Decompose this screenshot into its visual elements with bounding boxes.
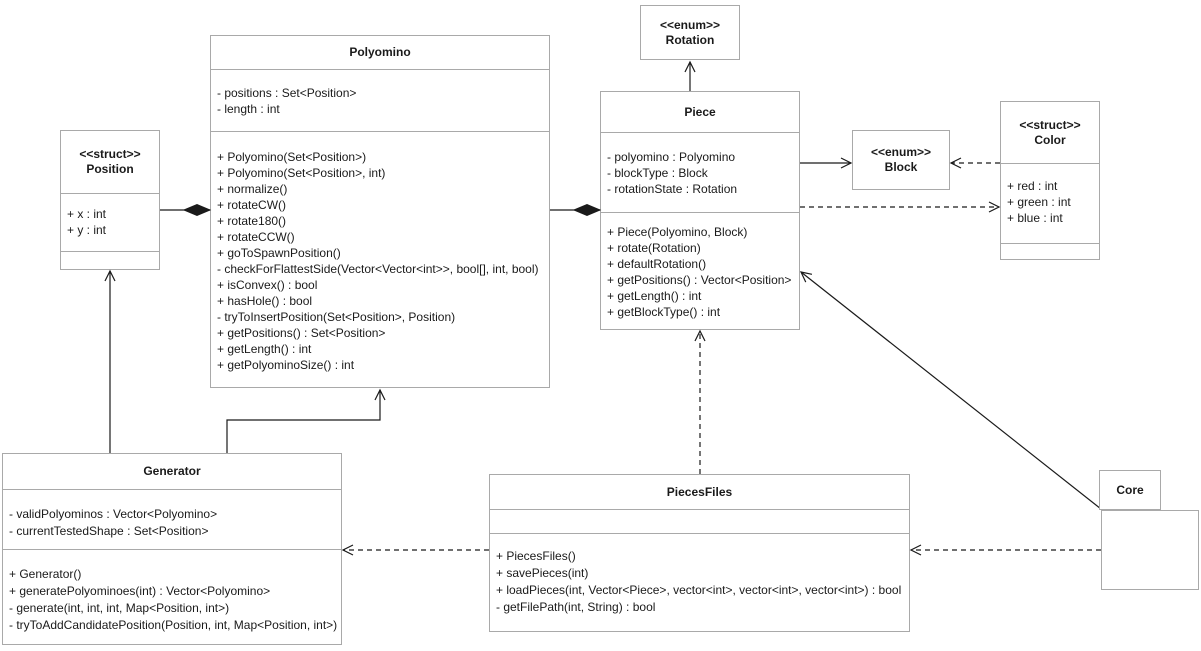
- member: + PiecesFiles(): [496, 549, 576, 563]
- class-name: Piece: [684, 104, 716, 119]
- class-name: PiecesFiles: [666, 484, 733, 499]
- member: + defaultRotation(): [607, 257, 707, 271]
- member: + Piece(Polyomino, Block): [607, 225, 748, 239]
- member: - blockType : Block: [607, 166, 708, 180]
- member: + generatePolyominoes(int) : Vector<Poly…: [9, 584, 271, 598]
- class-piecesfiles: PiecesFiles + PiecesFiles() + savePieces(…: [489, 474, 910, 632]
- member: - length : int: [217, 102, 280, 116]
- class-position: <<struct>> Position + x : int + y : int: [60, 130, 160, 270]
- member: + getLength() : int: [217, 342, 312, 356]
- member: + Generator(): [9, 567, 82, 581]
- class-color-header: <<struct>> Color: [1001, 102, 1099, 163]
- member: + getPositions() : Set<Position>: [217, 326, 386, 340]
- class-piece-header: Piece: [601, 92, 799, 132]
- class-piecesfiles-header: PiecesFiles: [490, 475, 909, 509]
- class-polyomino: Polyomino - positions : Set<Position> - l…: [210, 35, 550, 388]
- class-name: Color: [1034, 132, 1066, 147]
- member: + getLength() : int: [607, 289, 702, 303]
- member: + y : int: [67, 223, 107, 237]
- member: + normalize(): [217, 182, 288, 196]
- class-core-body: [1101, 510, 1199, 590]
- class-piece-attributes: - polyomino : Polyomino - blockType : Blo…: [601, 132, 799, 212]
- member: - tryToInsertPosition(Set<Position>, Pos…: [217, 310, 456, 324]
- class-piecesfiles-methods: + PiecesFiles() + savePieces(int) + loadPi…: [490, 533, 909, 631]
- member: + x : int: [67, 207, 107, 221]
- class-generator-methods: + Generator() + generatePolyominoes(int) …: [3, 549, 341, 644]
- class-piece-methods: + Piece(Polyomino, Block) + rotate(Rotati…: [601, 212, 799, 331]
- class-core-tab: Core: [1099, 470, 1161, 510]
- class-name: Polyomino: [349, 45, 411, 59]
- member: + isConvex() : bool: [217, 278, 318, 292]
- class-block: <<enum>> Block: [852, 130, 950, 190]
- member: + Polyomino(Set<Position>): [217, 150, 367, 164]
- class-name: Position: [86, 162, 134, 176]
- member: + Polyomino(Set<Position>, int): [217, 166, 386, 180]
- class-color-attributes: + red : int + green : int + blue : int: [1001, 163, 1099, 243]
- member: + red : int: [1007, 179, 1058, 193]
- member: + goToSpawnPosition(): [217, 246, 341, 260]
- class-color-methods-empty: [1001, 243, 1099, 259]
- class-rotation: <<enum>> Rotation: [640, 5, 740, 60]
- member: + getPositions() : Vector<Position>: [607, 273, 792, 287]
- class-piecesfiles-attributes-empty: [490, 509, 909, 533]
- member: + getPolyominoSize() : int: [217, 358, 355, 372]
- member: + savePieces(int): [496, 566, 589, 580]
- member: - polyomino : Polyomino: [607, 150, 736, 164]
- stereotype: <<struct>>: [79, 147, 141, 161]
- member: + blue : int: [1007, 211, 1063, 225]
- member: - currentTestedShape : Set<Position>: [9, 524, 209, 538]
- member: + rotateCCW(): [217, 230, 295, 244]
- stereotype: <<enum>>: [870, 145, 932, 159]
- member: + hasHole() : bool: [217, 294, 313, 308]
- member: + loadPieces(int, Vector<Piece>, vector<…: [496, 583, 902, 597]
- class-color: <<struct>> Color + red : int + green : in…: [1000, 101, 1100, 260]
- class-position-header: <<struct>> Position: [61, 131, 159, 193]
- class-generator-attributes: - validPolyominos : Vector<Polyomino> - c…: [3, 489, 341, 549]
- member: + rotate(Rotation): [607, 241, 701, 255]
- class-polyomino-attributes: - positions : Set<Position> - length : in…: [211, 69, 549, 131]
- association-generator-polyomino: [226, 388, 386, 453]
- member: + rotate180(): [217, 214, 287, 228]
- member: - validPolyominos : Vector<Polyomino>: [9, 507, 218, 521]
- class-generator-header: Generator: [3, 454, 341, 489]
- class-name: Rotation: [665, 32, 715, 47]
- class-name: Generator: [143, 464, 201, 478]
- class-rotation-header: <<enum>> Rotation: [641, 6, 739, 59]
- member: - generate(int, int, int, Map<Position, …: [9, 601, 230, 615]
- member: - tryToAddCandidatePosition(Position, in…: [9, 618, 338, 632]
- member: + rotateCW(): [217, 198, 287, 212]
- class-position-methods-empty: [61, 251, 159, 269]
- member: + getBlockType() : int: [607, 305, 721, 319]
- member: - checkForFlattestSide(Vector<Vector<int…: [217, 262, 539, 276]
- stereotype: <<enum>>: [659, 17, 721, 32]
- class-piece: Piece - polyomino : Polyomino - blockType…: [600, 91, 800, 330]
- class-name: Core: [1116, 482, 1144, 497]
- class-position-attributes: + x : int + y : int: [61, 193, 159, 251]
- member: - positions : Set<Position>: [217, 86, 357, 100]
- class-polyomino-header: Polyomino: [211, 36, 549, 69]
- class-generator: Generator - validPolyominos : Vector<Pol…: [2, 453, 342, 645]
- member: + green : int: [1007, 195, 1071, 209]
- member: - rotationState : Rotation: [607, 182, 738, 196]
- class-polyomino-methods: + Polyomino(Set<Position>) + Polyomino(Se…: [211, 131, 549, 389]
- class-block-header: <<enum>> Block: [853, 131, 949, 189]
- class-name: Block: [884, 160, 918, 174]
- stereotype: <<struct>>: [1019, 117, 1081, 132]
- member: - getFilePath(int, String) : bool: [496, 600, 656, 614]
